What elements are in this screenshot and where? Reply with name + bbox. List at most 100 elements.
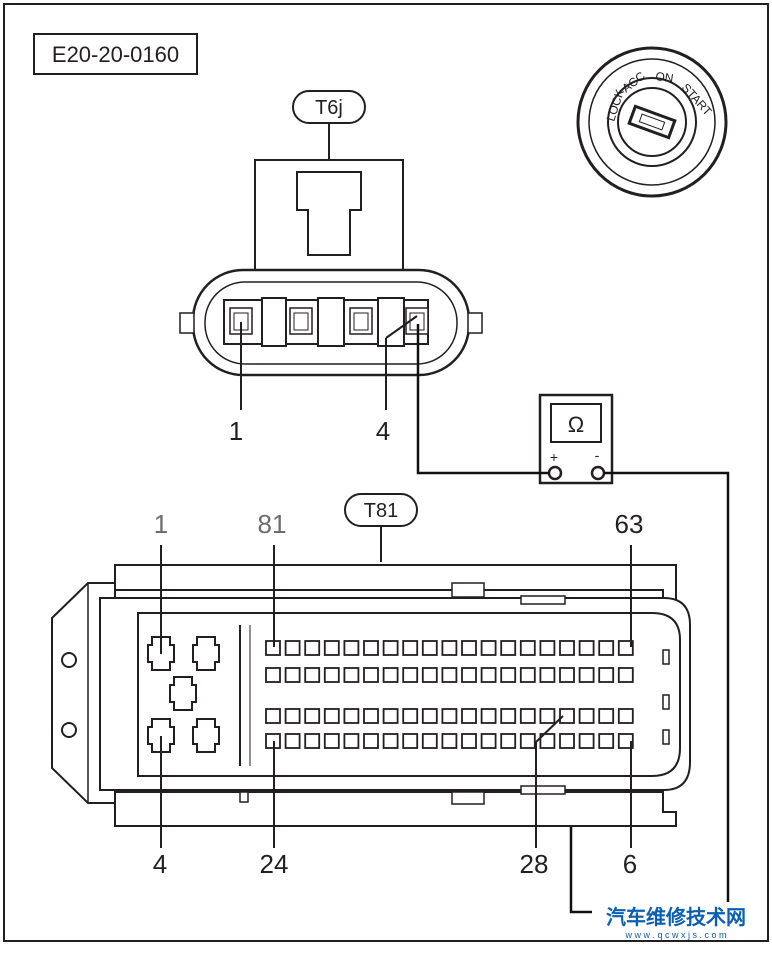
t81-pin-cavity [539,640,556,656]
t81-pin-cavity [539,667,556,683]
t81-pin-cavity [500,733,517,749]
ohmmeter-minus-label: - [595,447,600,463]
t81-pin-cavity [441,733,458,749]
t81-pin-cavity [323,708,340,724]
t6j-pin-leaders [240,315,418,410]
t81-pin-cavity [284,640,301,656]
t81-pin-cavity [421,708,438,724]
t81-pin-cavity [323,667,340,683]
t81-pin-cavity [598,733,615,749]
ohmmeter-minus-terminal [590,465,606,481]
t81-pin-cavity [578,708,595,724]
t81-pin-cavity [304,733,321,749]
t81-pin-cavity [559,708,575,724]
t81-pin-cavity [323,733,340,749]
connector-t6j [179,159,483,377]
t81-pin-cavity [480,708,497,724]
t81-pin-cavity [559,640,575,656]
connector-t81-tag: T81 [344,493,418,562]
switch-label-on: ON [655,69,675,85]
t81-pin-label-6: 6 [623,849,637,879]
t81-pin-cavity [617,640,634,656]
t81-pin-label-4: 4 [153,849,167,879]
t81-pin-cavity [343,733,360,749]
t81-pin-cavity [265,708,281,724]
t81-pin-cavity [500,640,517,656]
t81-pin-cavity [519,640,536,656]
t81-pin-cavity [363,708,379,724]
watermark-url: w w w . q c w x j s . c o m [624,930,726,940]
t81-pin-cavity [363,640,379,656]
t81-pin-cavity [617,733,634,749]
t81-pin-cavity [284,667,301,683]
diagram-id: E20-20-0160 [52,42,179,67]
connector-t6j-tag: T6j [292,90,366,160]
t81-pin-label-28: 28 [520,849,549,879]
t81-power-pins [147,636,220,753]
t81-pin-cavity [304,667,321,683]
t81-pin-cavity [284,733,301,749]
t81-pin-cavity [500,667,517,683]
t81-pin-cavity [500,708,517,724]
t81-pin-cavity [363,733,379,749]
t81-pin-cavity [402,667,419,683]
t81-pin-cavity [421,733,438,749]
t81-pin-cavity [304,708,321,724]
t81-pin-cavity [461,640,477,656]
t81-pin-leaders [160,545,632,848]
ohmmeter-icon: Ω + - [538,393,614,485]
t81-pin-cavity [421,640,438,656]
t81-pin-cavity [402,733,419,749]
t81-pin-cavity [402,640,419,656]
t6j-pin-label-4: 4 [376,416,390,446]
t81-pin-cavity [578,640,595,656]
t81-pin-cavity [598,708,615,724]
ohmmeter-plus-terminal [547,465,563,481]
diagram-id-box: E20-20-0160 [33,33,198,75]
ignition-switch-icon: LOCK ACC ON START [576,46,728,198]
t81-pin-label-63: 63 [615,509,644,539]
svg-text:T6j: T6j [315,97,343,119]
t81-pin-cavity [441,640,458,656]
t81-pin-cavity [480,733,497,749]
t81-pin-cavity [519,733,536,749]
watermark-title: 汽车维修技术网 [606,905,746,929]
t81-pin-cavity [578,667,595,683]
t81-pin-cavity [343,708,360,724]
site-watermark: 汽车维修技术网 w w w . q c w x j s . c o m [592,902,760,940]
t81-pin-cavity [480,640,497,656]
ohmmeter-plus-label: + [550,449,558,465]
t81-pin-label-81: 81 [258,509,287,539]
t81-pin-cavity [343,640,360,656]
t81-pin-cavity [304,640,321,656]
t81-pin-cavity [382,667,399,683]
t81-pin-cavity [421,667,438,683]
t81-pin-cavity [519,667,536,683]
t81-pin-cavity [382,640,399,656]
t81-pin-cavity [598,667,615,683]
t81-pin-cavity [480,667,497,683]
t81-pin-cavity [461,733,477,749]
t81-pin-cavity [617,708,634,724]
t81-pin-cavity [441,667,458,683]
t81-pin-grid [265,640,634,749]
t81-pin-cavity [343,667,360,683]
t81-pin-cavity [598,640,615,656]
t81-pin-cavity [559,733,575,749]
ohm-symbol: Ω [568,412,584,437]
t81-pin-cavity [441,708,458,724]
t81-pin-cavity [578,733,595,749]
t81-pin-cavity [617,667,634,683]
t81-pin-cavity [382,733,399,749]
t81-pin-cavity [402,708,419,724]
t81-pin-cavity [382,708,399,724]
t81-pin-cavity [284,708,301,724]
t81-pin-label-1: 1 [154,509,168,539]
t81-pin-cavity [539,708,556,724]
t81-pin-cavity [539,733,556,749]
t6j-pin-label-1: 1 [229,416,243,446]
t81-pin-label-24: 24 [260,849,289,879]
t81-pin-cavity [461,708,477,724]
